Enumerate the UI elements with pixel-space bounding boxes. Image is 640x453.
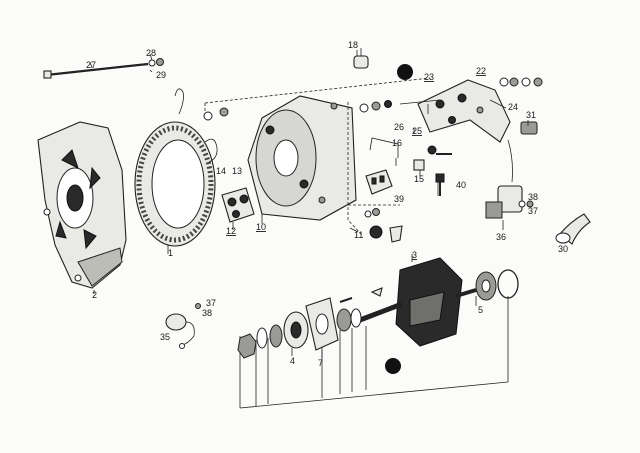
label-38-right: 38 (528, 192, 538, 202)
elbow-30 (555, 213, 591, 245)
label-38-left: 38 (202, 308, 212, 318)
label-37-right: 37 (528, 206, 538, 216)
label-36: 36 (496, 232, 506, 242)
brush-holder-22 (417, 79, 511, 143)
label-4: 4 (290, 356, 295, 366)
label-24: 24 (508, 102, 518, 112)
label-25: 25 (412, 126, 422, 136)
label-23: 23 (424, 72, 434, 82)
bearing-5 (475, 271, 497, 301)
label-13: 13 (232, 166, 242, 176)
label-26: 26 (394, 122, 404, 132)
plate-15 (413, 159, 425, 171)
label-22: 22 (476, 66, 486, 76)
label-31: 31 (526, 110, 536, 120)
label-5: 5 (478, 305, 483, 315)
label-1: 1 (168, 248, 173, 258)
label-10: 10 (256, 222, 266, 232)
label-30: 30 (558, 244, 568, 254)
housing-end-2 (37, 121, 127, 289)
through-bolt-27 (43, 58, 164, 79)
label-2: 2 (92, 290, 97, 300)
seal-ring-5 (497, 269, 519, 299)
label-39: 39 (394, 194, 404, 204)
label-3: 3 (412, 250, 417, 260)
rotor-3 (359, 257, 477, 347)
label-15: 15 (414, 174, 424, 184)
hardware-row-top (203, 100, 392, 121)
spring-clip-16 (369, 137, 399, 158)
sensor-36 (485, 139, 523, 219)
shaft-hardware (237, 297, 362, 359)
label-14: 14 (216, 166, 226, 176)
label-29: 29 (156, 70, 166, 80)
label-16: 16 (392, 138, 402, 148)
label-35: 35 (160, 332, 170, 342)
reference-dot-top (397, 64, 413, 80)
label-37-left: 37 (206, 298, 216, 308)
screw-40 (435, 173, 445, 196)
label-12: 12 (226, 226, 236, 236)
screw-group-25 (427, 145, 452, 155)
clamp-35 (165, 303, 201, 349)
screws-22-row (499, 77, 543, 87)
label-11: 11 (354, 230, 363, 240)
label-27: 27 (86, 60, 96, 70)
label-7: 7 (318, 358, 323, 368)
diode-plate-12 (221, 187, 255, 223)
plug-39 (365, 169, 393, 195)
hardware-11 (364, 208, 403, 243)
cap-18 (353, 48, 369, 69)
label-40: 40 (456, 180, 466, 190)
label-18: 18 (348, 40, 358, 50)
reference-dot-bottom (385, 358, 401, 374)
housing-10 (247, 95, 357, 221)
stator-1 (134, 88, 218, 247)
terminal-31 (520, 121, 538, 135)
screw-38-37-right (518, 200, 534, 208)
label-28: 28 (146, 48, 156, 58)
